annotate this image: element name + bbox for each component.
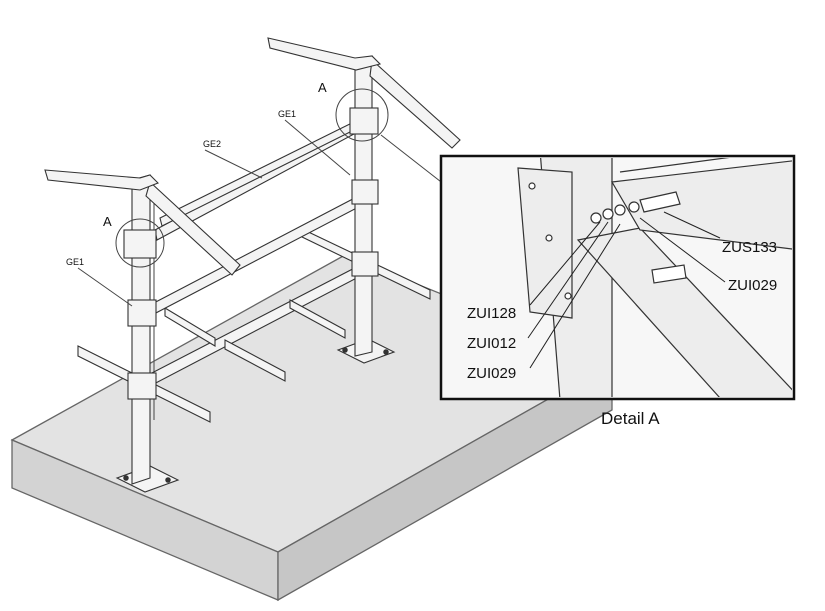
front-top-arm [44,169,159,191]
lower-cross-member-1 [164,307,216,347]
bolt-front-1 [123,475,129,481]
detail-bolt-lower [651,264,687,284]
detail-label-zui029-left: ZUI029 [467,365,516,382]
ge2-leader [204,149,263,179]
detail-connector-plate [517,167,573,319]
plate-front-mid [127,299,157,327]
slab-side-face [277,361,613,602]
bolt-back-2 [383,349,389,355]
bolt-back-1 [342,347,348,353]
detail-leader-line [380,134,446,186]
front-post [131,174,151,485]
ge1-right-label: GE1 [278,109,296,119]
detail-washer-2 [602,208,614,220]
detail-a-box: ZUS133 ZUI029 ZUI128 ZUI012 ZUI029 [439,154,796,401]
detail-leaders [527,211,726,369]
detail-label-zui029-right: ZUI029 [728,277,777,294]
detail-bolt-upper [639,191,681,213]
ge1-left-label: GE1 [66,257,84,267]
detail-washer-4 [628,201,640,213]
plate-front-upper [123,229,157,259]
back-top-arm [267,37,382,71]
plate-front-low [127,372,157,400]
ge1-right-leader [284,119,351,176]
detail-hole-2 [545,234,553,242]
detail-hole-3 [564,292,572,300]
lower-cross-member-2 [224,339,286,382]
detail-washer-3 [614,204,626,216]
detail-label-zui128: ZUI128 [467,305,516,322]
callout-circle-right [335,88,389,142]
detail-washer-1 [590,212,602,224]
plate-back-upper [349,107,379,135]
callouts [77,88,446,307]
zui128-leader [529,221,601,306]
plate-back-low [351,251,379,277]
callout-a-right-label: A [318,80,327,95]
ge1-left-leader [77,267,133,307]
detail-diagonal-brace [576,227,792,397]
back-post [354,55,373,357]
zui029-left-leader [529,223,621,369]
front-diagonal-brace [145,180,241,276]
bolt-front-2 [165,477,171,483]
callout-circle-left [115,218,165,268]
plate-back-mid [351,179,379,205]
detail-upper-edge [619,158,730,173]
detail-right-rail [611,160,792,250]
detail-caption: Detail A [601,409,660,428]
lower-cross-member-3 [289,299,346,339]
zui012-leader [527,221,609,339]
callout-a-left-label: A [103,214,112,229]
detail-label-zui012: ZUI012 [467,335,516,352]
detail-hole-1 [528,182,536,190]
steel-frame [44,37,461,493]
zui029-right-leader [639,217,726,283]
detail-label-zus133: ZUS133 [722,239,777,256]
ge2-label: GE2 [203,139,221,149]
back-diagonal-brace [369,58,461,149]
zus133-leader [663,211,721,239]
